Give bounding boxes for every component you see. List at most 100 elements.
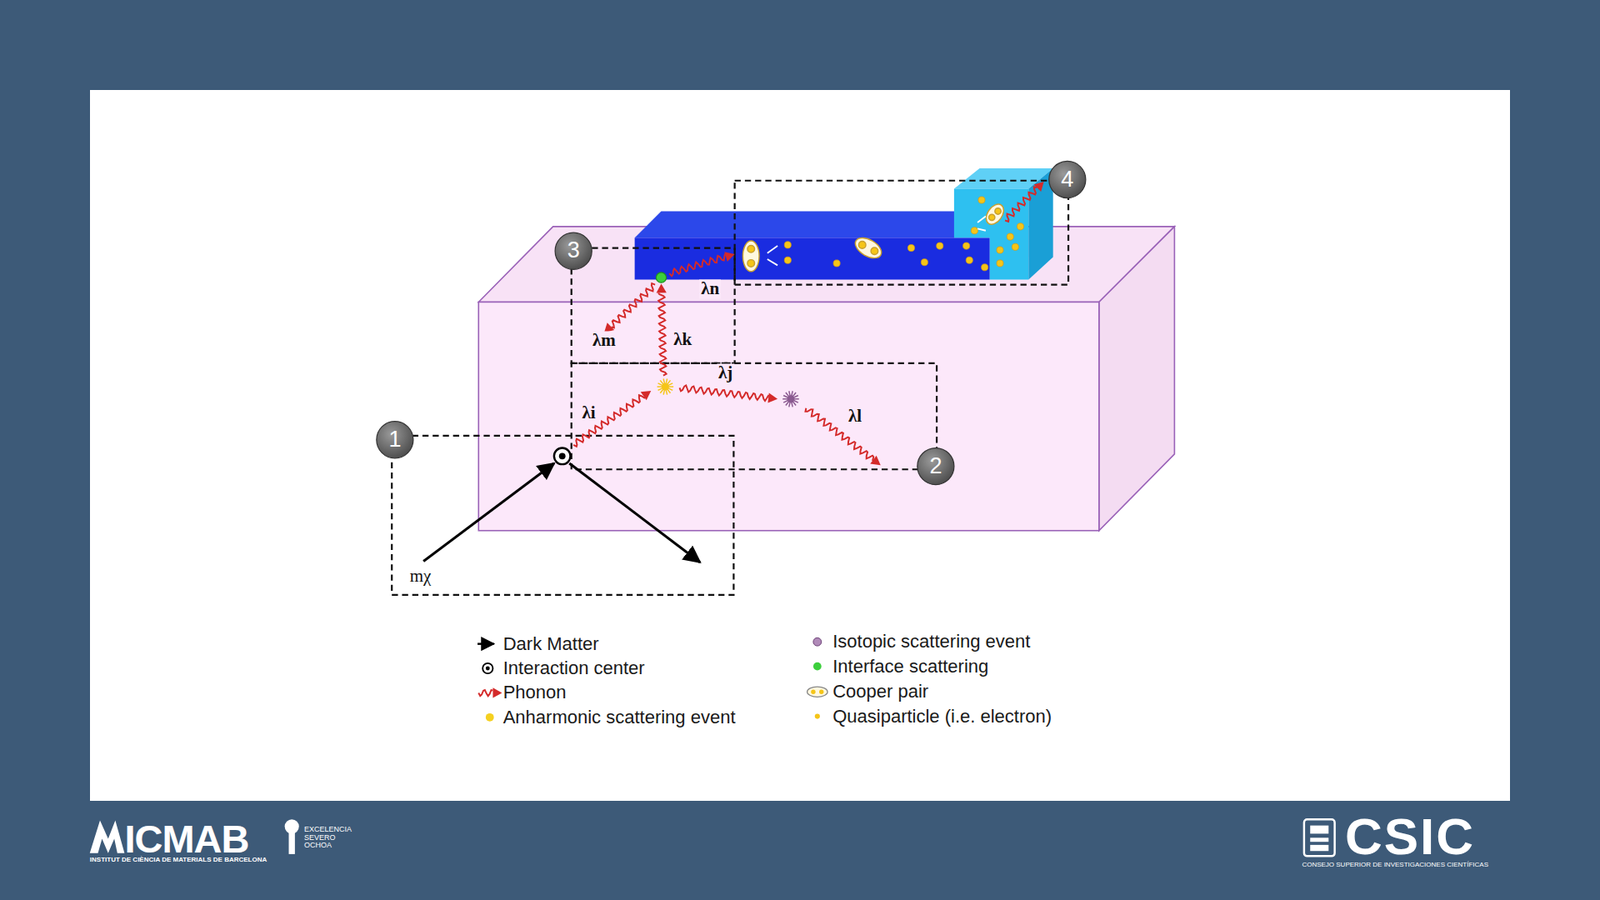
- cooper-pair: [989, 214, 995, 220]
- callout-circle: [376, 160, 1086, 485]
- logo-text: ICMAB: [124, 817, 249, 861]
- quasiparticle: [965, 256, 973, 264]
- wavelength-label: λk: [671, 330, 694, 350]
- phonon: [1034, 181, 1045, 192]
- csic-emblem: [1304, 819, 1335, 856]
- cooper-pair: [858, 241, 866, 250]
- sensor-bar: [635, 168, 1054, 280]
- interaction-center: [559, 452, 566, 460]
- csic-emblem: [1310, 837, 1329, 842]
- quasiparticle: [920, 259, 928, 266]
- legend-symbol: [819, 690, 824, 695]
- quasiparticle: [981, 264, 989, 271]
- dark-matter-track: [569, 463, 700, 563]
- interface-scattering: [655, 272, 666, 283]
- legend-text: Isotopic scattering event: [832, 631, 1030, 652]
- phonon: [492, 687, 502, 698]
- dashed-region: [571, 363, 937, 470]
- interface-scattering: [655, 272, 666, 283]
- phonon: [870, 455, 880, 466]
- interaction-center: [554, 448, 571, 465]
- dashed-region: [571, 248, 735, 364]
- callout-number: 1: [388, 427, 401, 453]
- absorber-crystal: [478, 226, 1175, 303]
- logo-subtext: EXCELENCIA SEVERO OCHOA: [304, 825, 356, 850]
- phonon: [1005, 186, 1037, 222]
- cooper-pair: [982, 200, 1007, 228]
- isotopic-event: [782, 390, 800, 407]
- quasiparticle: [1016, 223, 1024, 230]
- dashed-region: [735, 180, 1069, 285]
- wavelength-label: λm: [590, 330, 618, 350]
- dashed-region: [391, 180, 1069, 595]
- isotopic-event: [787, 395, 795, 403]
- callout-circle: [917, 448, 955, 485]
- sensor-bar: [635, 210, 980, 238]
- cooper-pair: [851, 233, 885, 262]
- quasiparticle: [1006, 233, 1014, 240]
- callout-circle: [555, 232, 592, 270]
- phonon: [611, 283, 655, 328]
- quasiparticle: [936, 242, 944, 250]
- cooper-pair: [742, 240, 760, 272]
- phonon: [767, 392, 778, 403]
- anharmonic-event: [661, 383, 670, 391]
- wavelength-label: λn: [699, 279, 721, 299]
- mass-label: mχ: [410, 566, 432, 586]
- logo-text: CSIC: [1345, 808, 1475, 865]
- legend-text: Phonon: [503, 682, 567, 703]
- quasiparticle: [996, 246, 1004, 254]
- callout-circle: [376, 421, 414, 459]
- cooper-pair: [995, 208, 1001, 215]
- breaking-arrow: [977, 216, 986, 223]
- breaking-arrow: [767, 259, 778, 265]
- callout-circle: [1049, 160, 1086, 198]
- phonon: [478, 690, 493, 696]
- icmab-emblem: [285, 819, 300, 834]
- wavelength-label: λi: [580, 403, 597, 423]
- wavelength-label: λl: [846, 406, 864, 426]
- phonon: [640, 390, 651, 400]
- legend-symbol: [807, 686, 828, 697]
- anharmonic-event: [657, 379, 675, 395]
- legend-text: Quasiparticle (i.e. electron): [832, 706, 1052, 727]
- absorber-crystal: [1099, 226, 1175, 531]
- phonon: [656, 283, 667, 293]
- cooper-pair: [747, 245, 755, 253]
- breaking-arrow: [977, 228, 986, 230]
- dashed-region: [391, 435, 734, 595]
- callout-number: 4: [1060, 167, 1074, 193]
- cooper-pair: [742, 200, 1007, 272]
- legend-symbol: [813, 637, 822, 646]
- absorber-crystal: [478, 301, 1099, 530]
- callout-number: 2: [929, 454, 942, 480]
- callout-number: 3: [567, 238, 580, 264]
- quasiparticle: [1011, 243, 1019, 250]
- legend-symbol: [815, 714, 820, 720]
- phonon: [680, 385, 770, 400]
- phonon: [573, 395, 645, 447]
- legend-symbol: [485, 666, 490, 671]
- quasiparticle: [996, 260, 1004, 267]
- dark-matter-track: [423, 463, 555, 562]
- legend-symbol: [477, 642, 495, 645]
- icmab-emblem: [289, 831, 295, 855]
- phonon: [658, 293, 667, 376]
- quasiparticle: [907, 245, 915, 252]
- csic-emblem: [1310, 825, 1329, 835]
- legend-symbol: [482, 663, 493, 674]
- wavelength-label: λj: [716, 364, 735, 384]
- phonon: [478, 181, 1044, 699]
- legend-text: Cooper pair: [832, 681, 929, 702]
- absorber-crystal: [478, 226, 1175, 531]
- logo-subtext: CONSEJO SUPERIOR DE INVESTIGACIONES CIEN…: [1301, 861, 1489, 870]
- quasiparticle: [784, 256, 791, 264]
- cooper-pair: [747, 260, 755, 268]
- breaking-arrow: [767, 216, 986, 266]
- sensor-bar: [635, 237, 990, 280]
- breaking-arrow: [767, 245, 778, 254]
- logo-subtext: INSTITUT DE CIÈNCIA DE MATERIALS DE BARC…: [90, 856, 267, 865]
- csic-emblem: [1310, 845, 1329, 851]
- quasiparticle: [963, 242, 970, 250]
